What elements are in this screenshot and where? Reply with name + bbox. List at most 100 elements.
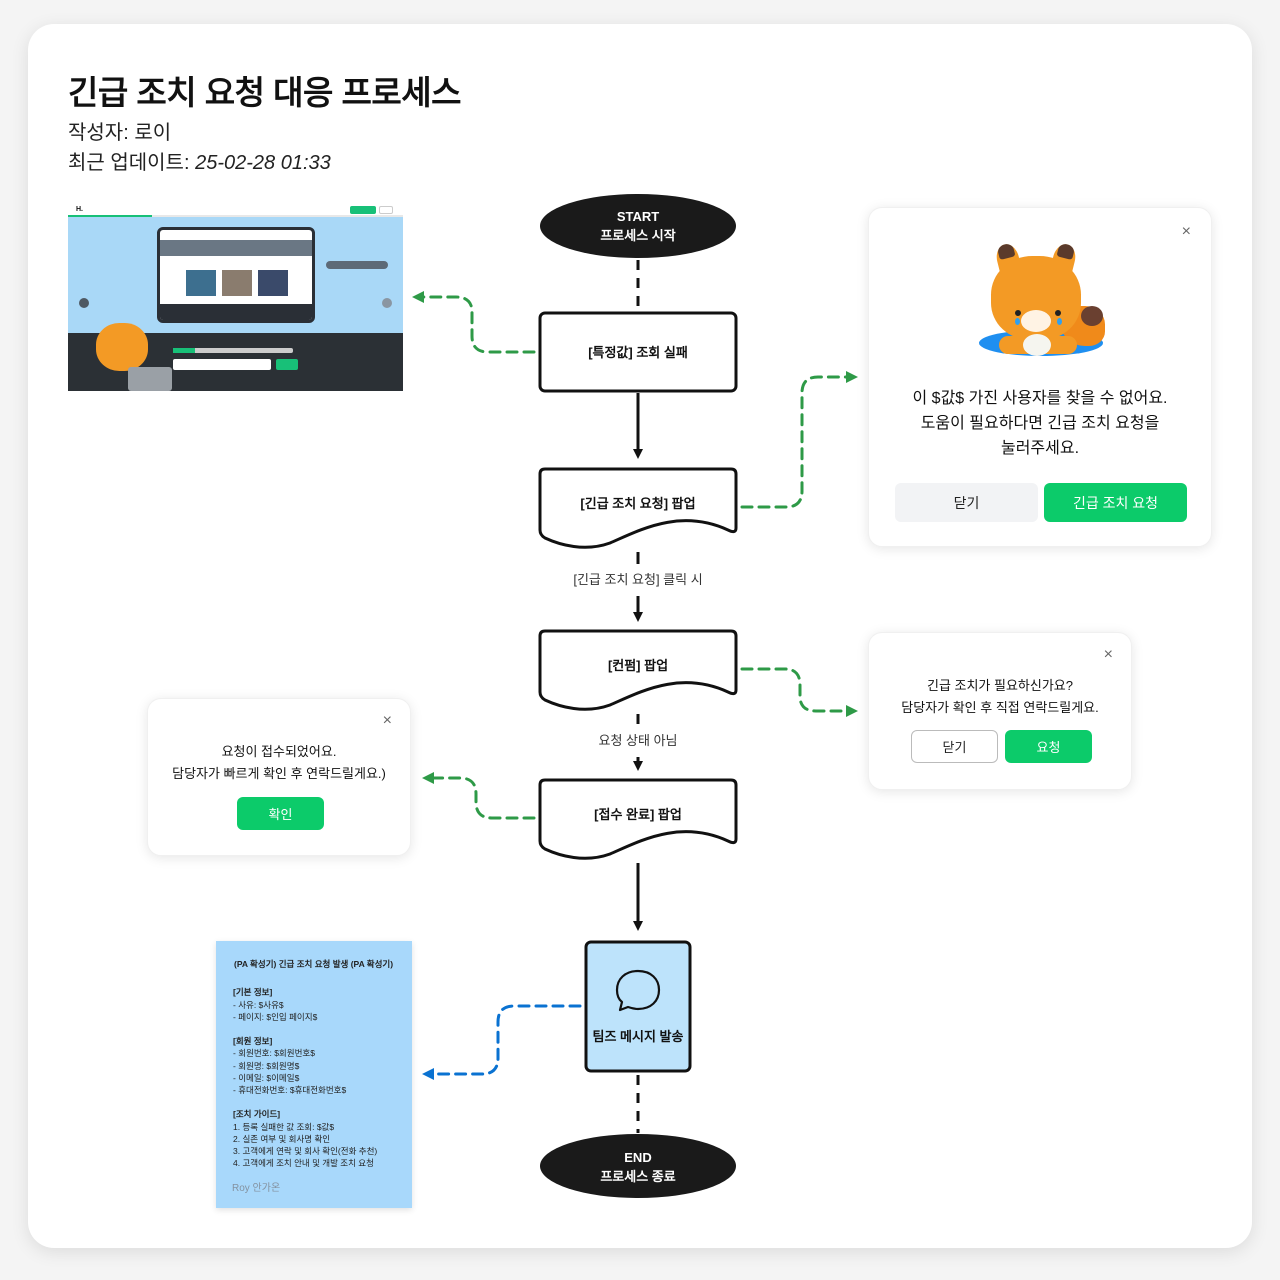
emergency-request-button[interactable]: 긴급 조치 요청 [1044,483,1187,522]
fox-muzzle [1021,310,1051,332]
thumb-prompt-text [173,348,293,353]
updated-timestamp: 25-02-28 01:33 [195,152,331,174]
teams-node: 팀즈 메시지 발송 [584,940,692,1073]
message-line: 눌러주세요. [1000,440,1080,457]
start-label: START [617,209,659,224]
message-heading: [기본 정보] [233,987,273,998]
close-icon[interactable]: × [1103,646,1113,663]
thumb-nav-accent [68,215,152,217]
thumb-image [186,270,216,296]
message-line: - 회원명: $회원명$ [233,1060,300,1071]
fox-eye [1015,310,1021,316]
updated-prefix: 최근 업데이트: [68,152,196,174]
connector-teams-message [422,1004,582,1080]
teams-message-card: (PA 확성기) 긴급 조치 요청 발생 (PA 확성기) [기본 정보]- 사유… [216,941,412,1208]
close-icon[interactable]: × [1181,223,1191,240]
thumb-nav-button [350,206,376,214]
thumb-logo: H. [76,206,83,213]
start-node: START 프로세스 시작 [540,194,736,258]
thumb-hero-image [160,240,312,256]
message-line: - 이메일: $이메일$ [233,1072,300,1083]
thumb-browser-footer [160,304,312,320]
message-line: - 회원번호: $회원번호$ [233,1048,315,1059]
fox-tail-tip [1081,306,1103,326]
edge-label-click: [긴급 조치 요청] 클릭 시 [573,572,702,587]
lookup-fail-label: [특정값] 조회 실패 [588,345,688,360]
message-line: 담당자가 확인 후 직접 연락드릴게요. [901,700,1099,715]
connector-emergency-popup-main [740,371,858,509]
message-line: 3. 고객에게 연락 및 회사 확인(전화 추천) [233,1146,378,1156]
end-node: END 프로세스 종료 [540,1134,736,1198]
thumb-image [258,270,288,296]
message-line: 1. 등록 실패한 값 조회: $값$ [233,1121,335,1132]
fox-tear [1057,318,1062,325]
close-icon[interactable]: × [382,712,392,729]
popup-message: 요청이 접수되었어요. 담당자가 빠르게 확인 후 연락드릴게요.) [148,741,410,785]
crying-fox-mascot [977,241,1107,364]
connector-lookup-screenshot [412,291,536,354]
end-label: END [624,1150,651,1165]
thumb-fox-mascot [96,323,148,371]
teams-label: 팀즈 메시지 발송 [593,1029,684,1044]
thumb-submit-button [276,359,298,370]
fox-ear-tip [996,242,1016,260]
message-line: 도움이 필요하다면 긴급 조치 요청을 [920,415,1160,432]
message-signature: Roy 안가온 [232,1183,281,1194]
thumb-next-arrow-icon [382,298,392,308]
thumb-laptop [128,367,172,391]
fox-tear [1015,318,1020,325]
confirm-popup-node: [컨펌] 팝업 [538,629,738,711]
done-popup-label: [접수 완료] 팝업 [594,807,682,822]
edge-label-not-requested: 요청 상태 아님 [599,733,678,748]
page-screenshot-thumbnail: H. [68,203,403,391]
message-line: 이 $값$ 가진 사용자를 찾을 수 없어요. [912,390,1168,407]
thumb-input-field [173,359,271,370]
thumb-nav-button [379,206,393,214]
request-button[interactable]: 요청 [1005,730,1092,763]
thumb-image [222,270,252,296]
updated-label: 최근 업데이트: 25-02-28 01:33 [68,146,331,175]
lookup-fail-box [538,311,738,393]
thumb-speech-bubble [326,261,388,269]
end-ellipse [540,1134,736,1198]
confirm-popup-shape [538,629,738,711]
message-heading: [회원 정보] [233,1036,273,1047]
confirm-button[interactable]: 확인 [237,797,324,830]
popup-message: 긴급 조치가 필요하신가요? 담당자가 확인 후 직접 연락드릴게요. [869,675,1131,719]
message-line: - 사유: $사유$ [233,999,284,1010]
fox-ear-tip [1056,242,1076,260]
message-line: 2. 실존 여부 및 회사명 확인 [233,1133,331,1144]
done-popup-shape [538,778,738,860]
message-line: - 휴대전화번호: $휴대전화번호$ [233,1085,347,1095]
message-heading: [조치 가이드] [233,1109,281,1120]
request-received-popup: × 요청이 접수되었어요. 담당자가 빠르게 확인 후 연락드릴게요.) 확인 [147,698,411,856]
message-line: 요청이 접수되었어요. [221,744,337,759]
thumb-prev-arrow-icon [79,298,89,308]
fox-eye [1055,310,1061,316]
message-line: - 페이지: $인입 페이지$ [233,1011,318,1022]
thumb-browser-window [157,227,315,323]
start-sublabel: 프로세스 시작 [600,228,675,243]
confirm-popup-label: [컨펌] 팝업 [608,658,668,673]
thumb-prompt-highlight [173,348,195,353]
done-popup-node: [접수 완료] 팝업 [538,778,738,860]
teams-box [584,940,692,1073]
close-button[interactable]: 닫기 [895,483,1038,522]
connector-confirm-popup-confirm [740,667,858,717]
end-sublabel: 프로세스 종료 [600,1169,675,1184]
close-button[interactable]: 닫기 [911,730,998,763]
chat-bubble-icon [615,969,661,1012]
message-line: 4. 고객에게 조치 안내 및 개발 조치 요청 [233,1158,374,1169]
fox-belly [1023,334,1051,356]
confirm-popup: × 긴급 조치가 필요하신가요? 담당자가 확인 후 직접 연락드릴게요. 닫기… [868,632,1132,790]
emergency-popup-label: [긴급 조치 요청] 팝업 [580,496,695,511]
message-heading: (PA 확성기) 긴급 조치 요청 발생 (PA 확성기) [234,959,394,969]
emergency-popup-shape [538,467,738,549]
message-line: 담당자가 빠르게 확인 후 연락드릴게요.) [172,766,386,781]
author-label: 작성자: 로이 [68,122,172,144]
start-ellipse [540,194,736,258]
thumb-navbar: H. [68,203,403,217]
lookup-fail-node: [특정값] 조회 실패 [538,311,738,393]
emergency-popup-node: [긴급 조치 요청] 팝업 [538,467,738,549]
